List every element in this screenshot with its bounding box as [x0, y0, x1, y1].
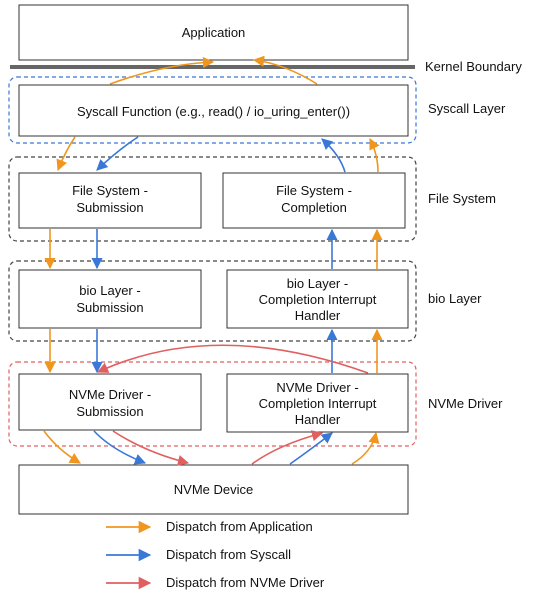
arrow-nvme-comp-to-nvme-sub-red: [96, 344, 369, 374]
bio-completion-label-3: Handler: [295, 308, 341, 323]
bio-submission-label-1: bio Layer -: [79, 283, 140, 298]
legend-label-application: Dispatch from Application: [166, 519, 313, 534]
fs-completion-label-1: File System -: [276, 183, 352, 198]
file-system-group: [8, 156, 417, 242]
fs-completion-label-2: Completion: [281, 200, 347, 215]
arrow-fs-comp-to-syscall-orange: [369, 137, 380, 173]
legend-label-nvme-driver: Dispatch from NVMe Driver: [166, 575, 325, 590]
arrow-syscall-to-app-right: [252, 55, 318, 85]
bio-completion-box: [226, 269, 409, 329]
arrow-nvme-sub-to-device-orange: [43, 430, 81, 464]
bio-layer-label: bio Layer: [428, 291, 482, 306]
syscall-function-box: [18, 84, 409, 137]
nvme-completion-label-3: Handler: [295, 412, 341, 427]
arrow-syscall-to-fs-sub-blue: [96, 136, 139, 171]
nvme-driver-group: [8, 361, 417, 447]
arrow-syscall-to-fs-sub-orange: [56, 136, 76, 172]
arrow-nvme-sub-to-device-blue: [93, 430, 147, 465]
arrow-device-to-nvme-comp-orange: [351, 431, 380, 465]
syscall-function-label: Syscall Function (e.g., read() / io_urin…: [77, 104, 350, 119]
fs-submission-label-1: File System -: [72, 183, 148, 198]
arrow-fs-comp-to-syscall-blue: [321, 138, 346, 173]
bio-submission-box: [18, 269, 202, 329]
syscall-layer-group: [8, 76, 417, 144]
kernel-boundary-label: Kernel Boundary: [425, 59, 522, 74]
bio-completion-label-1: bio Layer -: [287, 276, 348, 291]
fs-submission-box: [18, 172, 202, 229]
fs-submission-label-2: Submission: [76, 200, 143, 215]
arrow-syscall-to-app-left: [109, 56, 215, 85]
nvme-device-label: NVMe Device: [174, 482, 253, 497]
syscall-layer-label: Syscall Layer: [428, 101, 506, 116]
bio-completion-label-2: Completion Interrupt: [259, 292, 377, 307]
nvme-submission-label-2: Submission: [76, 404, 143, 419]
nvme-driver-label: NVMe Driver: [428, 396, 503, 411]
arrow-device-to-nvme-comp-red: [251, 430, 324, 465]
arrow-device-to-nvme-comp-blue: [289, 432, 333, 465]
nvme-completion-label-2: Completion Interrupt: [259, 396, 377, 411]
application-box: [18, 4, 409, 61]
nvme-submission-label-1: NVMe Driver -: [69, 387, 151, 402]
bio-submission-label-2: Submission: [76, 300, 143, 315]
nvme-completion-label-1: NVMe Driver -: [276, 380, 358, 395]
application-label: Application: [182, 25, 246, 40]
legend-label-syscall: Dispatch from Syscall: [166, 547, 291, 562]
arrow-nvme-sub-to-device-red: [112, 430, 190, 466]
fs-completion-box: [222, 172, 406, 229]
file-system-label: File System: [428, 191, 496, 206]
bio-layer-group: [8, 260, 417, 342]
nvme-completion-box: [226, 373, 409, 433]
nvme-submission-box: [18, 373, 202, 431]
nvme-device-box: [18, 464, 409, 515]
